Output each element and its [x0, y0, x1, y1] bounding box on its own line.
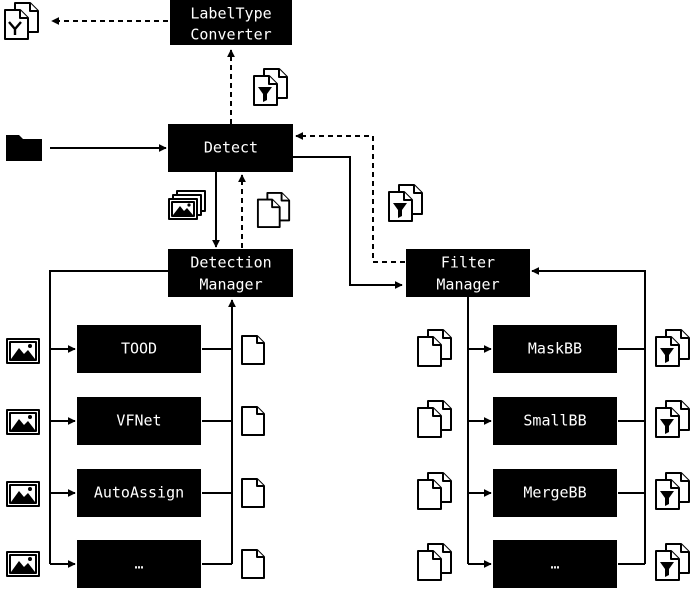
label-file-icon	[241, 549, 265, 579]
labels-icon	[417, 543, 452, 581]
label-file-icon	[241, 478, 265, 508]
folder-icon	[6, 135, 42, 161]
filter-label: …	[550, 555, 559, 573]
label-file-icon	[241, 406, 265, 436]
filter-manager-to-detect-arrow	[295, 132, 405, 263]
detector-label: VFNet	[116, 412, 161, 430]
detector-label: TOOD	[121, 340, 157, 358]
filtered-labels-icon	[655, 400, 690, 438]
filter-box-more: …	[493, 540, 617, 588]
filter-label: MaskBB	[528, 340, 582, 358]
detector-box-autoassign: AutoAssign	[77, 469, 201, 517]
image-icon	[6, 551, 40, 577]
filter-label: SmallBB	[523, 412, 586, 430]
filter-manager-box: Filter Manager	[406, 249, 530, 297]
filter-label: MergeBB	[523, 484, 586, 502]
filter-box-smallbb: SmallBB	[493, 397, 617, 445]
converted-labels-icon	[4, 2, 39, 40]
labels-icon	[256, 192, 291, 228]
filtered-labels-icon	[655, 543, 690, 581]
image-icon	[6, 338, 40, 364]
labeltype-converter-line-1: LabelType	[190, 5, 271, 23]
detect-label: Detect	[204, 139, 258, 157]
detect-to-filter-manager-arrow	[293, 156, 403, 289]
image-icon	[6, 409, 40, 435]
filtered-labels-icon	[655, 329, 690, 367]
filtered-labels-icon	[388, 184, 423, 222]
filter-box-maskbb: MaskBB	[493, 325, 617, 373]
labeltype-converter-line-2: Converter	[190, 26, 271, 44]
detect-box: Detect	[168, 124, 293, 172]
labels-icon	[417, 472, 452, 510]
detector-label: …	[134, 555, 143, 573]
detection-manager-line-1: Detection	[190, 254, 271, 272]
filter-return-line	[531, 267, 646, 564]
filtered-labels-icon	[655, 472, 690, 510]
filtered-labels-icon	[253, 68, 288, 106]
filter-manager-line-2: Manager	[436, 276, 499, 294]
detection-fanout-line	[49, 270, 168, 564]
label-file-icon	[241, 335, 265, 365]
detector-label: AutoAssign	[94, 484, 184, 502]
labels-icon	[417, 329, 452, 367]
filter-box-mergebb: MergeBB	[493, 469, 617, 517]
detection-manager-line-2: Manager	[199, 276, 262, 294]
detector-box-vfnet: VFNet	[77, 397, 201, 445]
detector-box-more: …	[77, 540, 201, 588]
filter-manager-line-1: Filter	[441, 254, 495, 272]
image-icon	[6, 481, 40, 507]
connectors	[49, 17, 646, 568]
detector-box-tood: TOOD	[77, 325, 201, 373]
labels-icon	[417, 400, 452, 438]
images-icon	[168, 190, 206, 220]
detection-manager-box: Detection Manager	[168, 249, 293, 297]
labeltype-converter-box: LabelType Converter	[170, 0, 292, 45]
